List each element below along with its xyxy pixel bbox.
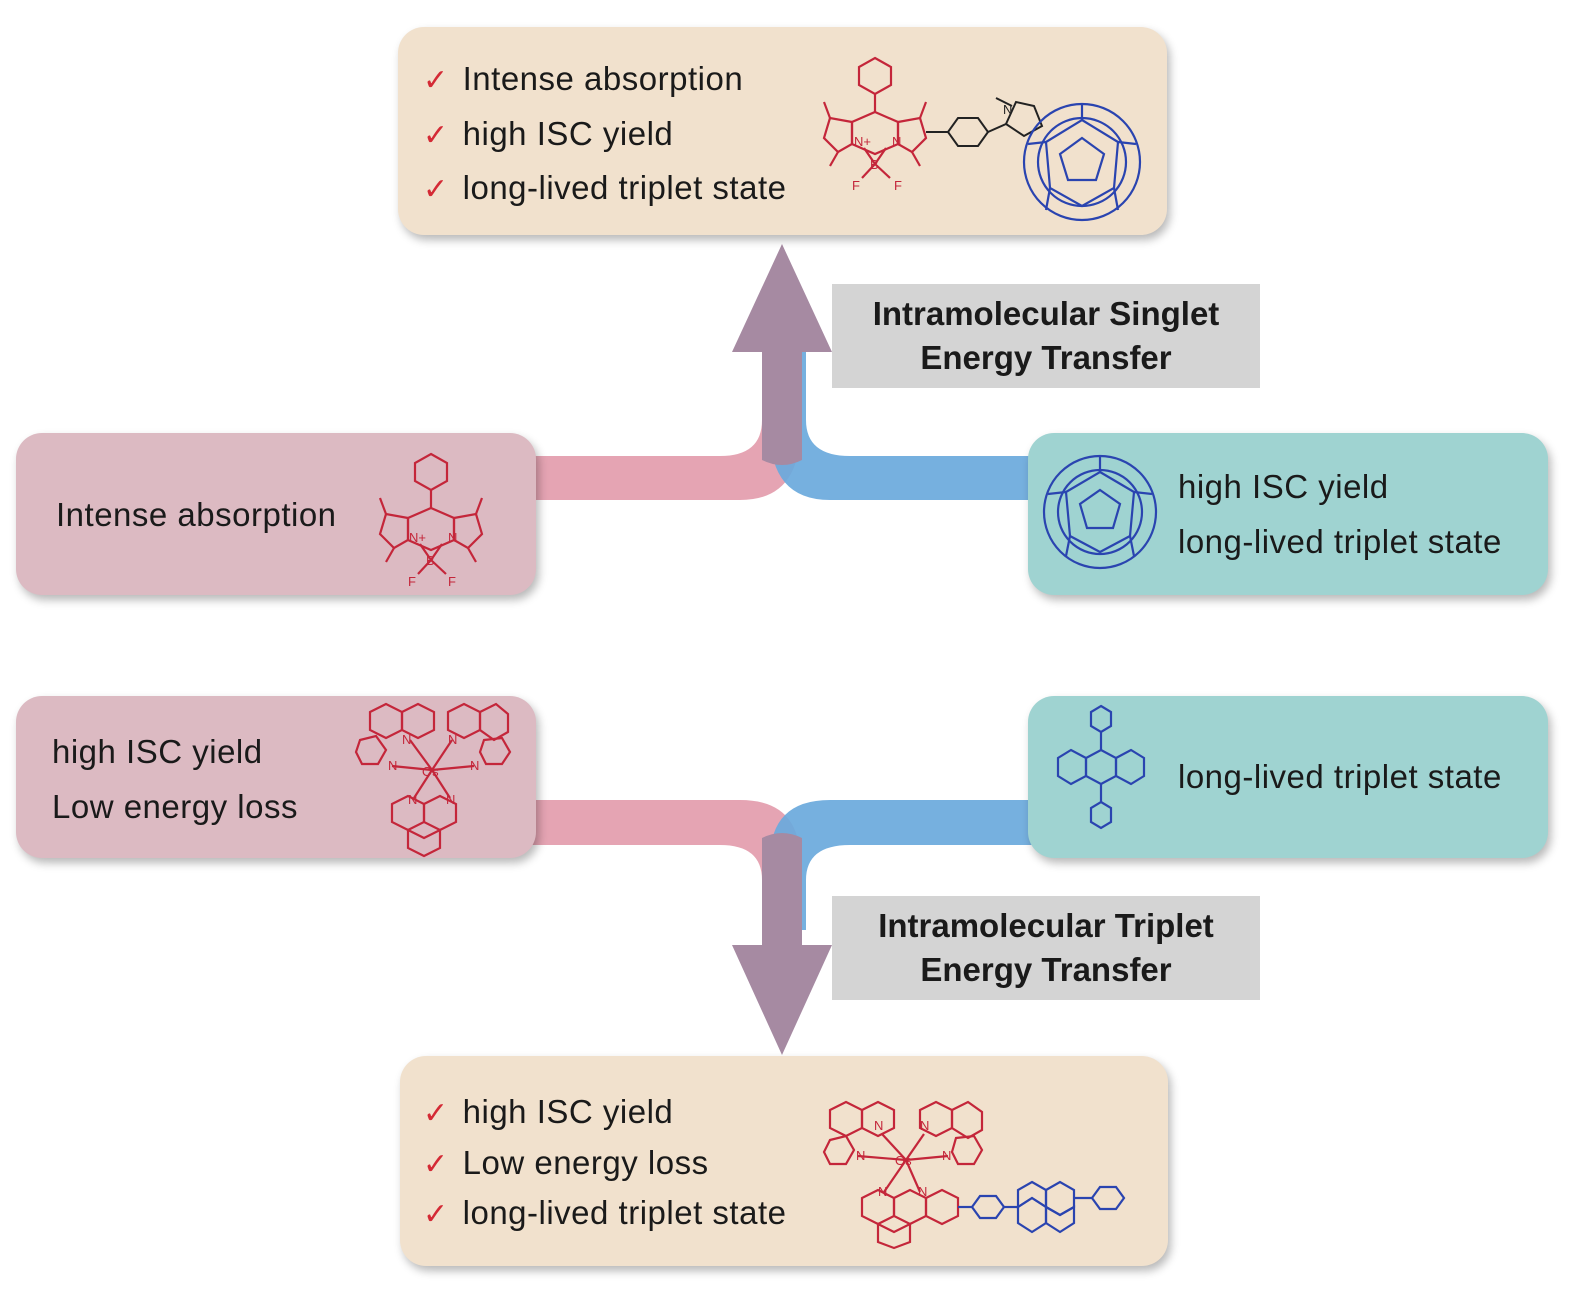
top-item-2: ✓high ISC yield — [423, 115, 674, 152]
bottom-result-box — [400, 1056, 1168, 1266]
check-icon: ✓ — [423, 119, 449, 152]
atom-label: N — [874, 1118, 883, 1133]
blue-arrow-upper — [770, 350, 1040, 500]
atom-label: F — [852, 178, 860, 193]
bodipy-box — [16, 433, 536, 595]
atom-label: Os — [895, 1153, 912, 1168]
atom-label: N — [918, 1184, 927, 1199]
check-icon: ✓ — [423, 173, 449, 206]
atom-label: N+ — [854, 134, 871, 149]
atom-label: B — [426, 553, 435, 568]
check-icon: ✓ — [423, 1097, 449, 1130]
bottom-item-3: ✓long-lived triplet state — [423, 1194, 787, 1231]
triplet-label-line1: Intramolecular Triplet — [878, 907, 1214, 944]
c60-box-line1: high ISC yield — [1178, 468, 1389, 505]
atom-label: N — [448, 732, 457, 747]
os-complex-box — [16, 696, 536, 858]
bodipy-box-text: Intense absorption — [56, 496, 337, 533]
diphenylanthracene-icon — [1056, 704, 1146, 830]
atom-label: N — [402, 732, 411, 747]
os-phenanthroline-icon: Os N N N N N N — [354, 702, 512, 858]
down-arrow-head — [732, 833, 832, 1055]
pink-arrow-upper — [528, 350, 800, 500]
up-arrow-head — [732, 244, 832, 465]
c60-box — [1028, 433, 1548, 595]
atom-label: N — [388, 758, 397, 773]
pink-arrow-lower — [528, 800, 800, 930]
top-item-1: ✓Intense absorption — [423, 60, 744, 97]
atom-label: N+ — [409, 530, 426, 545]
bottom-item-2: ✓Low energy loss — [423, 1144, 709, 1181]
atom-label: N — [470, 758, 479, 773]
bodipy-icon: N+ N B F F — [378, 452, 484, 589]
dpa-box-text: long-lived triplet state — [1178, 758, 1502, 795]
atom-label: F — [408, 574, 416, 589]
atom-label: B — [870, 157, 879, 172]
atom-label: N — [856, 1148, 865, 1163]
os-box-line1: high ISC yield — [52, 733, 263, 770]
check-icon: ✓ — [423, 1148, 449, 1181]
singlet-label-line1: Intramolecular Singlet — [872, 295, 1220, 332]
atom-label: N — [448, 530, 457, 545]
c60-fullerene-icon — [1042, 454, 1158, 570]
atom-label: N — [942, 1148, 951, 1163]
singlet-transfer-label: Intramolecular Singlet Energy Transfer — [832, 284, 1260, 388]
triplet-label-line2: Energy Transfer — [920, 951, 1172, 988]
bottom-item-1: ✓high ISC yield — [423, 1093, 674, 1130]
atom-label: N — [446, 792, 455, 807]
singlet-label-line2: Energy Transfer — [920, 339, 1172, 376]
atom-label: N — [1003, 102, 1012, 117]
top-item-3: ✓long-lived triplet state — [423, 169, 787, 206]
os-complex-dpa-dyad-icon: Os N N N N N N — [822, 1100, 1126, 1250]
atom-label: N — [408, 792, 417, 807]
os-box-line2: Low energy loss — [52, 788, 298, 825]
atom-label: N — [920, 1118, 929, 1133]
atom-label: Os — [422, 764, 439, 779]
check-icon: ✓ — [423, 64, 449, 97]
blue-arrow-lower — [770, 800, 1040, 930]
atom-label: F — [448, 574, 456, 589]
triplet-transfer-label: Intramolecular Triplet Energy Transfer — [832, 896, 1260, 1000]
c60-box-line2: long-lived triplet state — [1178, 523, 1502, 560]
atom-label: F — [894, 178, 902, 193]
atom-label: N — [892, 134, 901, 149]
atom-label: N — [878, 1184, 887, 1199]
bodipy-c60-dyad-icon: N+ N B F F N — [822, 56, 1142, 222]
check-icon: ✓ — [423, 1198, 449, 1231]
